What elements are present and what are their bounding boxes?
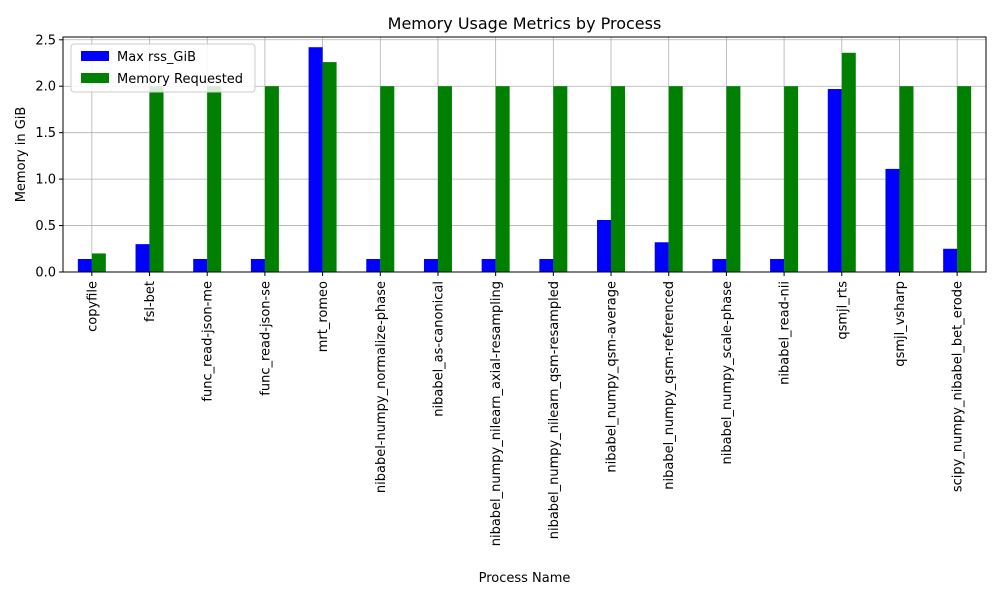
legend-label: Max rss_GiB: [117, 50, 196, 65]
bar-memory-requested: [264, 86, 279, 272]
legend-label: Memory Requested: [117, 72, 243, 87]
bar-memory-requested: [784, 86, 799, 272]
x-tick-label: mrt_romeo: [316, 281, 331, 352]
bar-memory-requested: [553, 86, 568, 272]
bar-max-rss: [308, 47, 323, 272]
chart-title: Memory Usage Metrics by Process: [388, 14, 662, 33]
bar-memory-requested: [380, 86, 395, 272]
bar-max-rss: [366, 258, 381, 272]
plot-frame: [62, 36, 987, 273]
bar-memory-requested: [668, 86, 683, 272]
y-tick-label: 2.0: [35, 80, 56, 95]
bar-max-rss: [712, 258, 727, 272]
x-tick-label: nibabel_read-nii: [778, 281, 793, 385]
y-tick-label: 2.5: [35, 33, 56, 48]
bar-max-rss: [423, 258, 438, 272]
bar-memory-requested: [611, 86, 626, 272]
y-tick-label: 0.5: [35, 219, 56, 234]
legend: Max rss_GiB Memory Requested: [70, 43, 256, 93]
y-tick-label: 1.0: [35, 173, 56, 188]
x-tick-label: copyfile: [85, 281, 100, 332]
x-tick-label: nibabel_as-canonical: [431, 281, 446, 417]
x-tick-label: nibabel_numpy_qsm-average: [605, 281, 620, 473]
x-tick-label: nibabel_numpy_nilearn_qsm-resampled: [547, 281, 562, 539]
bar-memory-requested: [726, 86, 741, 272]
bar-max-rss: [250, 258, 265, 272]
x-tick-label: fsl-bet: [143, 281, 158, 322]
bar-memory-requested: [149, 86, 164, 272]
y-tick-label: 1.5: [35, 126, 56, 141]
x-tick-label: nibabel_numpy_nilearn_axial-resampling: [489, 281, 504, 546]
y-axis: 0.0 0.5 1.0 1.5 2.0 2.5: [35, 33, 63, 281]
x-tick-label: qsmjl_rts: [835, 281, 850, 340]
legend-swatch: [81, 51, 109, 61]
bar-max-rss: [481, 258, 496, 272]
x-tick-label: func_read-json-me: [201, 281, 216, 402]
x-tick-label: nibabel-numpy_normalize-phase: [374, 281, 389, 493]
bar-memory-requested: [91, 253, 106, 272]
bar-max-rss: [597, 219, 612, 272]
bar-max-rss: [827, 89, 842, 272]
bar-memory-requested: [207, 86, 222, 272]
x-axis-label: Process Name: [479, 571, 571, 586]
x-tick-label: nibabel_numpy_scale-phase: [720, 281, 735, 464]
bar-memory-requested: [495, 86, 510, 272]
bar-max-rss: [885, 168, 900, 272]
bar-max-rss: [135, 244, 150, 272]
x-tick-label: qsmjl_vsharp: [893, 281, 908, 367]
bar-max-rss: [654, 242, 669, 272]
y-tick-label: 0.0: [35, 266, 56, 281]
x-tick-label: func_read-json-se: [258, 281, 273, 396]
bar-max-rss: [943, 248, 958, 272]
bar-memory-requested: [437, 86, 452, 272]
y-axis-label: Memory in GiB: [14, 107, 29, 203]
x-axis: copyfile fsl-bet func_read-json-me func_rea…: [85, 272, 966, 546]
bar-memory-requested: [899, 86, 914, 272]
legend-box: [70, 43, 256, 93]
bar-memory-requested: [957, 86, 972, 272]
bar-memory-requested: [322, 62, 337, 272]
bar-max-rss: [770, 258, 785, 272]
bar-max-rss: [77, 258, 92, 272]
bars-layer: [77, 47, 972, 272]
bar-max-rss: [539, 258, 554, 272]
bar-memory-requested: [841, 52, 856, 272]
bar-max-rss: [193, 258, 208, 272]
x-tick-label: nibabel_numpy_qsm-referenced: [662, 281, 677, 490]
x-tick-label: scipy_numpy_nibabel_bet_erode: [951, 281, 966, 492]
legend-swatch: [81, 73, 109, 83]
